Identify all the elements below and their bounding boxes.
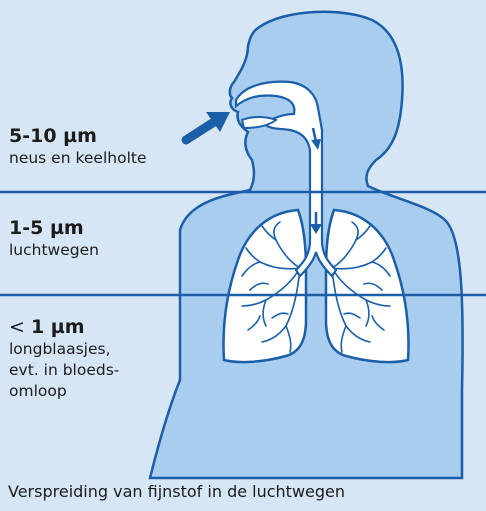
zone-size-label: 1-5 µm [9,216,99,240]
figure-caption: Verspreiding van fijnstof in de luchtweg… [8,482,345,501]
inhalation-arrow [186,112,230,140]
zone-nose-throat: 5-10 µm neus en keelholte [9,124,147,169]
body-silhouette [150,12,463,478]
zone-size-label: 5-10 µm [9,124,147,148]
zone-description: luchtwegen [9,240,99,261]
zone-description-line: evt. in bloeds- [9,360,119,381]
zone-description-line: omloop [9,381,119,402]
zone-size-label: < 1 µm [9,315,119,339]
zone-description-line: longblaasjes, [9,339,119,360]
less-than-symbol: < [9,316,31,338]
zone-airways: 1-5 µm luchtwegen [9,216,99,261]
zone-size-value: 1 µm [31,316,85,338]
zone-description: neus en keelholte [9,148,147,169]
zone-alveoli: < 1 µm longblaasjes, evt. in bloeds- oml… [9,315,119,402]
